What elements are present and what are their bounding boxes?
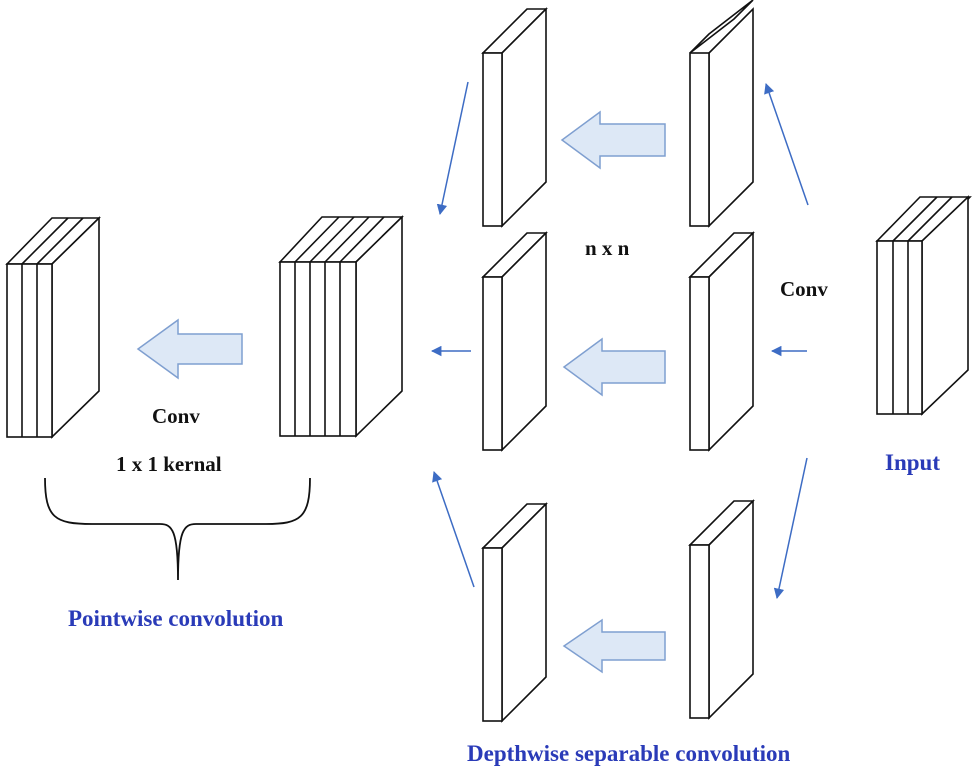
concatenated-feature-map-stack — [278, 215, 404, 438]
pointwise-brace — [44, 477, 311, 581]
depthwise-conv-label: Conv — [780, 277, 828, 301]
split-arrow-bottom — [773, 457, 808, 600]
pointwise-convolution-caption: Pointwise convolution — [68, 606, 284, 631]
input-feature-map-stack — [875, 195, 972, 416]
input-label: Input — [885, 450, 940, 475]
block-arrow-pointwise — [136, 318, 243, 380]
block-arrow-bottom — [562, 618, 666, 674]
pointwise-kernel-label: 1 x 1 kernal — [116, 452, 222, 476]
merge-arrow-bottom — [432, 471, 475, 588]
depthwise-convolution-caption: Depthwise separable convolution — [467, 741, 791, 766]
block-arrow-top — [560, 110, 666, 170]
depthwise-output-slice-middle — [481, 231, 548, 452]
pointwise-conv-label: Conv — [152, 404, 200, 428]
pointwise-output-stack — [5, 216, 101, 439]
depthwise-output-slice-top — [481, 7, 548, 228]
kernel-size-label: n x n — [585, 236, 630, 260]
block-arrow-middle — [562, 337, 666, 397]
depthwise-input-slice-middle — [688, 231, 755, 452]
merge-arrow-top — [436, 81, 469, 216]
depthwise-output-slice-bottom — [481, 502, 548, 723]
depthwise-input-slice-top — [689, 0, 754, 228]
split-arrow-top — [764, 83, 809, 206]
depthwise-input-slice-bottom — [688, 499, 755, 720]
